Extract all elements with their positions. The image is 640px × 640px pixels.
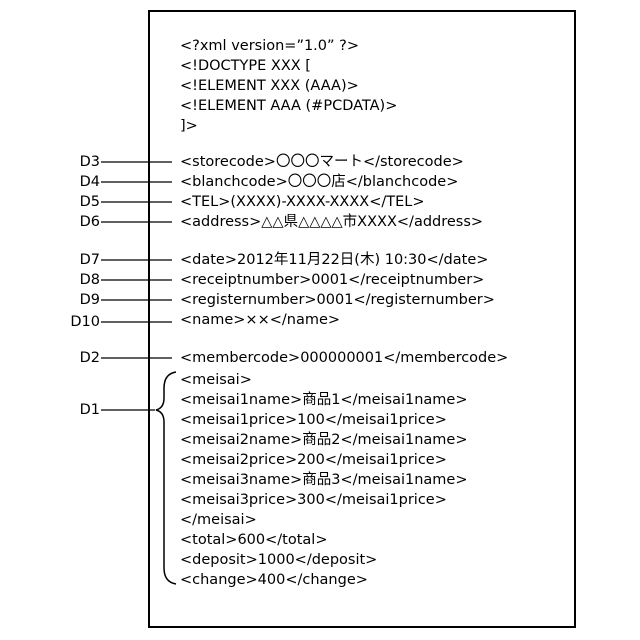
- brace-d1: [156, 372, 176, 584]
